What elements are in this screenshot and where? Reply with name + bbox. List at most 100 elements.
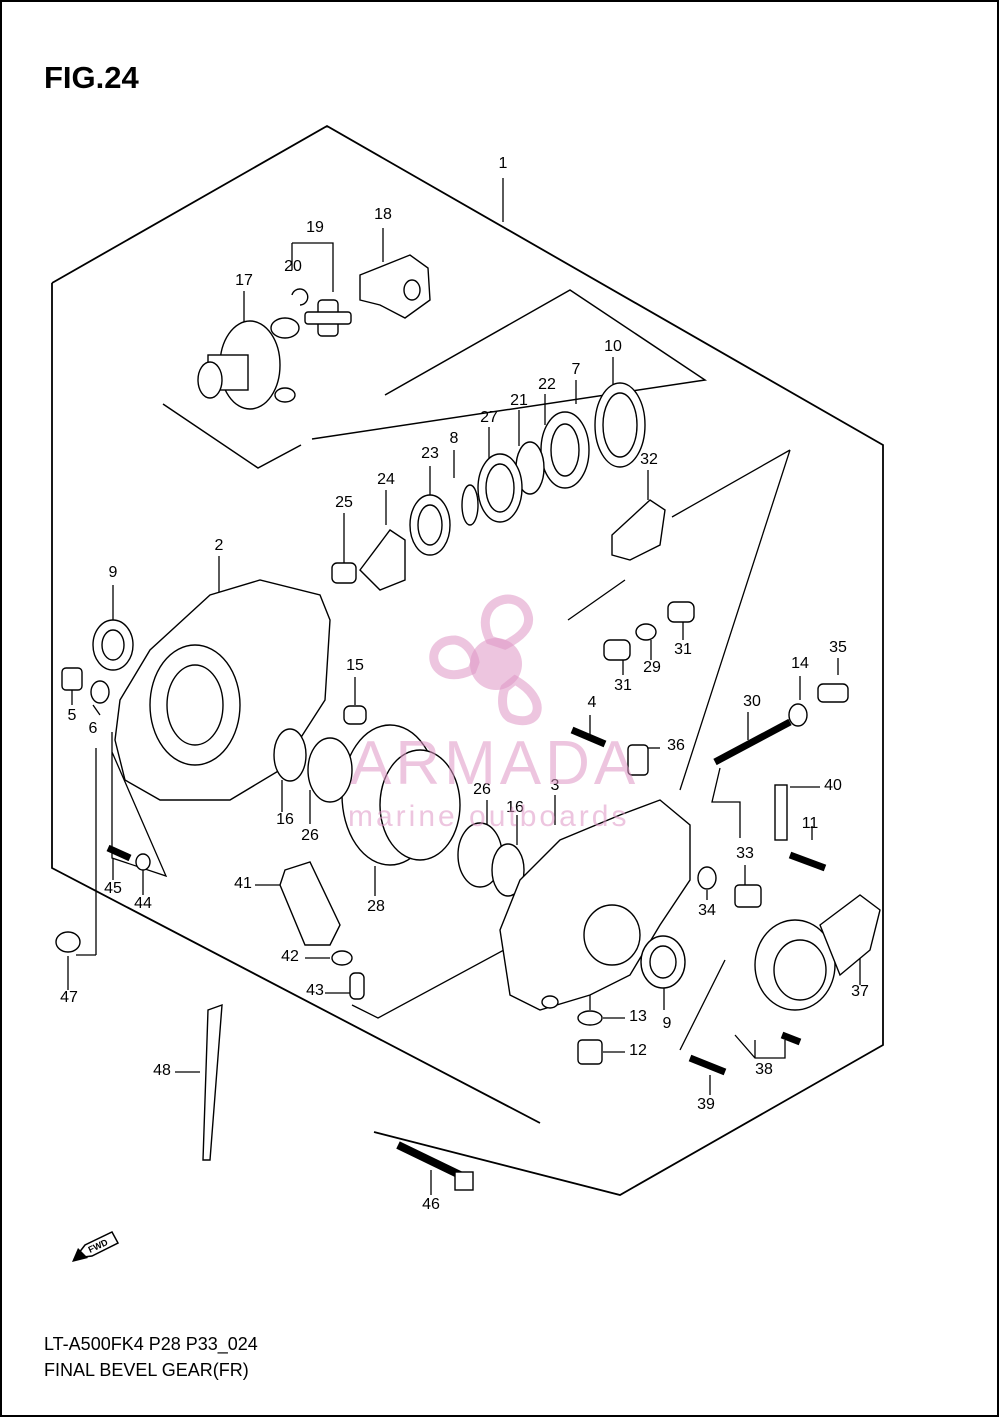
washer-44-part xyxy=(135,853,151,871)
callout-c2: 2 xyxy=(215,537,224,554)
callout-c31a: 31 xyxy=(614,677,632,694)
callout-c45: 45 xyxy=(104,880,122,897)
callout-c23: 23 xyxy=(421,445,439,462)
callout-c24: 24 xyxy=(377,471,395,488)
callout-c35: 35 xyxy=(829,639,847,656)
cable-tie-part xyxy=(202,1003,223,1161)
callout-c39: 39 xyxy=(697,1096,715,1113)
pinion-bearings-part xyxy=(331,382,646,591)
callout-c30: 30 xyxy=(743,693,761,710)
dowel-pin-part xyxy=(343,705,367,725)
callout-c19: 19 xyxy=(306,219,324,236)
washer-lower-part xyxy=(577,1010,603,1026)
callout-c47: 47 xyxy=(60,989,78,1006)
oil-seal-lower-part xyxy=(640,935,686,989)
callout-c33: 33 xyxy=(736,845,754,862)
callout-c7: 7 xyxy=(572,361,581,378)
bolt-39-part xyxy=(688,1054,727,1076)
callout-c21: 21 xyxy=(510,392,528,409)
o-ring-part xyxy=(697,866,717,890)
callout-c16b: 16 xyxy=(506,799,524,816)
shift-shaft-part xyxy=(635,623,657,641)
assembly-outline xyxy=(51,124,884,1196)
callout-c12: 12 xyxy=(629,1042,647,1059)
callout-c1: 1 xyxy=(499,155,508,172)
callout-c37: 37 xyxy=(851,983,869,1000)
callout-c14: 14 xyxy=(791,655,809,672)
callout-c9b: 9 xyxy=(663,1015,672,1032)
callout-c34: 34 xyxy=(698,902,716,919)
cap-part xyxy=(788,703,808,727)
callout-c17: 17 xyxy=(235,272,253,289)
spring-31a-part xyxy=(603,639,631,661)
callout-c8: 8 xyxy=(450,430,459,447)
callout-c11: 11 xyxy=(802,815,819,832)
callout-c26a: 26 xyxy=(301,827,319,844)
callout-c38: 38 xyxy=(755,1061,773,1078)
bracket-part xyxy=(774,784,788,841)
shift-group-outline xyxy=(567,449,791,791)
figure-title: FIG.24 xyxy=(44,60,139,95)
pinion-group-outline xyxy=(162,289,708,469)
callout-c48: 48 xyxy=(153,1062,171,1079)
callout-c36: 36 xyxy=(667,737,685,754)
yoke-part xyxy=(359,254,431,319)
drive-flange-part xyxy=(197,317,300,410)
callout-c32: 32 xyxy=(640,451,658,468)
actuator-motor-part xyxy=(754,894,881,1011)
washer-part xyxy=(90,680,110,704)
callout-c4: 4 xyxy=(588,694,597,711)
callout-c44: 44 xyxy=(134,895,152,912)
callout-c15: 15 xyxy=(346,657,364,674)
callout-c27: 27 xyxy=(480,409,498,426)
bolt-11-part xyxy=(788,851,827,872)
gear-case-part xyxy=(499,799,691,1011)
shift-fork-part xyxy=(611,499,666,561)
callout-c18: 18 xyxy=(374,206,392,223)
callout-c29: 29 xyxy=(643,659,661,676)
assembly-outline-left xyxy=(51,283,541,1124)
parts xyxy=(55,254,881,1191)
callout-c6: 6 xyxy=(89,720,98,737)
shift-rod-part xyxy=(713,718,792,766)
fitting-part xyxy=(734,884,762,908)
bolt-38-part xyxy=(780,1031,802,1046)
callout-c31b: 31 xyxy=(674,641,692,658)
clamp-part xyxy=(331,950,353,966)
watermark-logo xyxy=(429,594,542,726)
callout-c41: 41 xyxy=(234,875,252,892)
callout-c10: 10 xyxy=(604,338,622,355)
shaft-pin-part xyxy=(349,972,365,1000)
callout-c43: 43 xyxy=(306,982,324,999)
switch-part xyxy=(627,744,649,776)
bolt-4-part xyxy=(570,726,607,748)
fwd-arrow-icon: FWD xyxy=(72,1231,120,1262)
callout-c42: 42 xyxy=(281,948,299,965)
ring-gear-part xyxy=(273,724,525,897)
callout-c13: 13 xyxy=(629,1008,647,1025)
callout-c20: 20 xyxy=(284,258,302,275)
universal-joint-part xyxy=(291,288,352,337)
callout-c9a: 9 xyxy=(109,564,118,581)
spring-31b-part xyxy=(667,601,695,623)
callout-c46: 46 xyxy=(422,1196,440,1213)
figure-subtitle: FINAL BEVEL GEAR(FR) xyxy=(44,1360,249,1380)
drain-plug-part xyxy=(61,667,83,691)
callout-c22: 22 xyxy=(538,376,556,393)
model-code: LT-A500FK4 P28 P33_024 xyxy=(44,1334,258,1354)
watermark-tagline: marine outboards xyxy=(348,800,630,833)
oil-seal-part xyxy=(92,619,134,671)
callout-c40: 40 xyxy=(824,777,842,794)
watermark-name: ARMADA xyxy=(350,729,640,798)
filler-plug-part xyxy=(577,1039,603,1065)
callout-labels: 1234567899101112131415161617181920212223… xyxy=(60,155,869,1213)
callout-c16a: 16 xyxy=(276,811,294,828)
nut-part xyxy=(55,931,81,953)
callout-c25: 25 xyxy=(335,494,353,511)
long-bolt-part xyxy=(396,1141,474,1191)
callout-c28: 28 xyxy=(367,898,385,915)
callout-c5: 5 xyxy=(68,707,77,724)
sensor-part xyxy=(817,683,849,703)
